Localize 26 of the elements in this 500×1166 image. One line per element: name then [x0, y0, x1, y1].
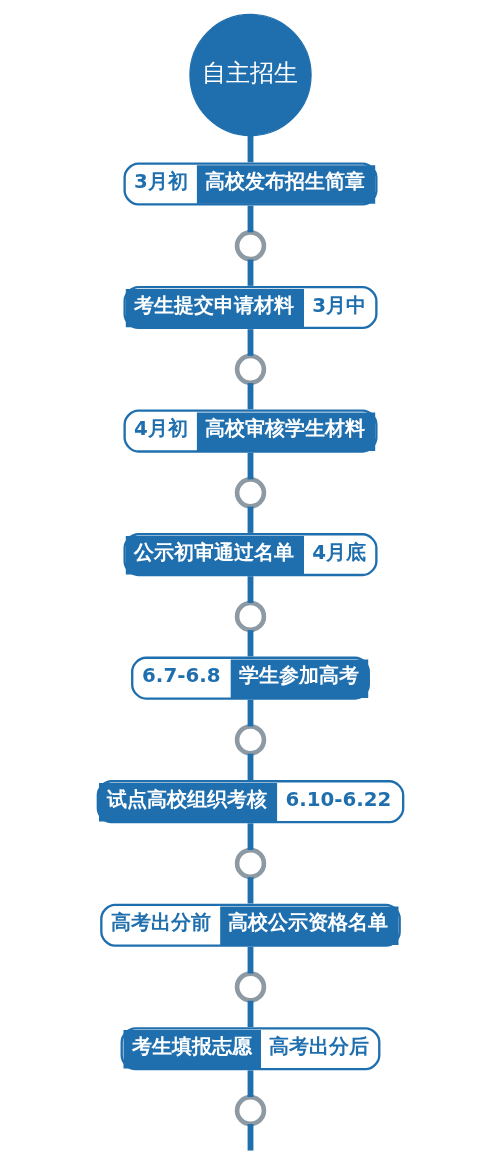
- connector: [247, 699, 253, 727]
- node-circle: [234, 971, 266, 1003]
- node-circle: [234, 230, 266, 262]
- connector: [247, 946, 253, 974]
- node-circle: [234, 353, 266, 386]
- node-circle: [234, 847, 266, 880]
- node-circle: [234, 1094, 266, 1127]
- connector: [247, 135, 253, 163]
- connector: [247, 823, 253, 850]
- connector: [247, 383, 253, 410]
- connector: [247, 1070, 253, 1097]
- node-circle: 自主招生: [188, 13, 312, 137]
- connector: [247, 1000, 253, 1028]
- node-circle: [234, 600, 266, 633]
- connector: [247, 259, 253, 286]
- connector: [247, 506, 253, 533]
- connector: [247, 576, 253, 603]
- connector: [247, 630, 253, 657]
- connector: [247, 329, 253, 356]
- connector: [247, 205, 253, 233]
- connector: [247, 452, 253, 480]
- connector: [247, 877, 253, 904]
- node-circle: [234, 477, 266, 509]
- connector: [247, 753, 253, 780]
- connector: [247, 1124, 253, 1151]
- node-circle: [234, 724, 266, 756]
